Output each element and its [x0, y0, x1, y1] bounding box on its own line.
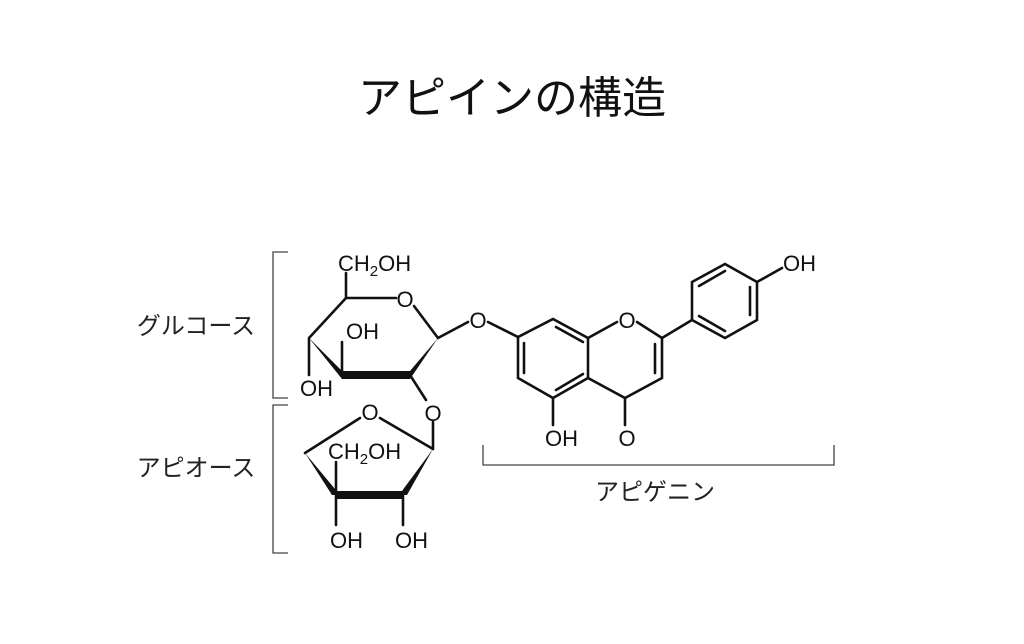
apiose-ring	[303, 416, 435, 527]
diagram-title: アピインの構造	[358, 73, 666, 124]
carbonyl-oxygen: O	[618, 426, 635, 451]
glucose-apiose-oxygen: O	[424, 401, 441, 426]
apigenin-label: アピゲニン	[595, 478, 715, 506]
apiose-ring-oxygen: O	[361, 400, 378, 425]
glucose-label: グルコース	[137, 312, 255, 340]
apigenin-c5-oh: OH	[545, 426, 578, 451]
glucose-ch2oh: CH2OH	[338, 251, 411, 280]
apigenin-skeleton	[486, 262, 784, 427]
glycosidic-oxygen: O	[469, 308, 486, 333]
apigenin-4prime-oh: OH	[783, 251, 816, 276]
glucose-bracket	[272, 251, 288, 399]
apiose-ch2oh: CH2OH	[328, 439, 401, 468]
glucose-c3-oh: OH	[346, 319, 379, 344]
apiose-bracket	[272, 404, 288, 554]
apiose-c2-oh: OH	[395, 528, 428, 553]
chromone-ring-oxygen: O	[618, 308, 635, 333]
glucose-ring-oxygen: O	[396, 287, 413, 312]
glucose-c4-oh: OH	[300, 376, 333, 401]
apigenin-bracket	[482, 445, 835, 466]
apiose-label: アピオース	[137, 454, 256, 482]
apiose-c3-oh: OH	[330, 528, 363, 553]
glucose-ring	[307, 271, 470, 402]
